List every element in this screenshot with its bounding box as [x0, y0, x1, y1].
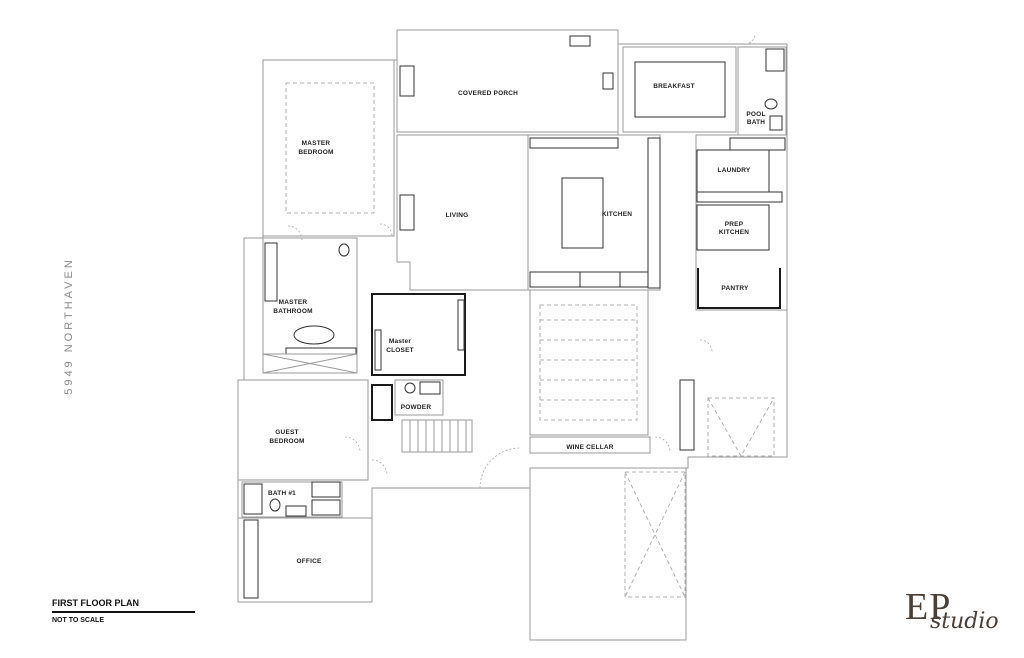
- stair-area: [371, 384, 473, 453]
- label-master-bedroom-1: MASTER: [302, 140, 331, 147]
- office-area: [237, 517, 373, 603]
- service-wing: [695, 134, 788, 311]
- label-prep-kitchen-2: KITCHEN: [719, 229, 749, 236]
- door-swings: [287, 33, 756, 489]
- label-covered-porch: COVERED PORCH: [458, 90, 518, 97]
- logo-letters: EP: [905, 586, 952, 628]
- plan-subtitle: NOT TO SCALE: [52, 616, 104, 624]
- label-breakfast: BREAKFAST: [653, 83, 695, 90]
- powder-area: [394, 379, 444, 416]
- breakfast-area: [622, 46, 737, 133]
- label-prep-kitchen-1: PREP: [725, 221, 744, 228]
- studio-logo: EP studio: [900, 585, 1015, 645]
- label-laundry: LAUNDRY: [718, 167, 751, 174]
- label-master-bathroom-2: BATHROOM: [273, 308, 312, 315]
- label-master-closet-2: CLOSET: [386, 347, 414, 354]
- logo-script: studio: [930, 609, 999, 634]
- master-bathroom-area: [262, 237, 358, 374]
- label-master-bedroom-2: BEDROOM: [298, 149, 333, 156]
- label-kitchen: KITCHEN: [602, 211, 632, 218]
- bath1-area: [241, 481, 343, 518]
- label-wine-cellar: WINE CELLAR: [566, 444, 613, 451]
- plan-title: FIRST FLOOR PLAN: [52, 598, 139, 608]
- garage-area: [624, 379, 775, 598]
- title-block: FIRST FLOOR PLAN NOT TO SCALE: [52, 598, 195, 624]
- master-closet-area: [371, 293, 466, 376]
- label-master-bathroom-1: MASTER: [279, 299, 308, 306]
- guest-bedroom-area: [237, 379, 369, 481]
- label-office: OFFICE: [296, 558, 321, 565]
- label-living: LIVING: [446, 212, 469, 219]
- label-pool-bath-1: POOL: [746, 111, 765, 118]
- wine-cellar-area: [529, 289, 651, 454]
- title-underline: [52, 611, 195, 613]
- label-bath1: BATH #1: [268, 490, 296, 497]
- covered-porch-area: [396, 29, 619, 133]
- label-powder: POWDER: [401, 404, 432, 411]
- living-area: [396, 135, 528, 291]
- label-guest-bedroom-1: GUEST: [275, 429, 298, 436]
- address-side-text: 5949 NORTHAVEN: [63, 257, 75, 395]
- kitchen-area: [527, 134, 661, 291]
- label-pool-bath-2: BATH: [747, 119, 765, 126]
- label-guest-bedroom-2: BEDROOM: [269, 438, 304, 445]
- label-pantry: PANTRY: [721, 285, 749, 292]
- label-master-closet-1: Master: [389, 338, 411, 345]
- master-bedroom-area: [262, 59, 395, 237]
